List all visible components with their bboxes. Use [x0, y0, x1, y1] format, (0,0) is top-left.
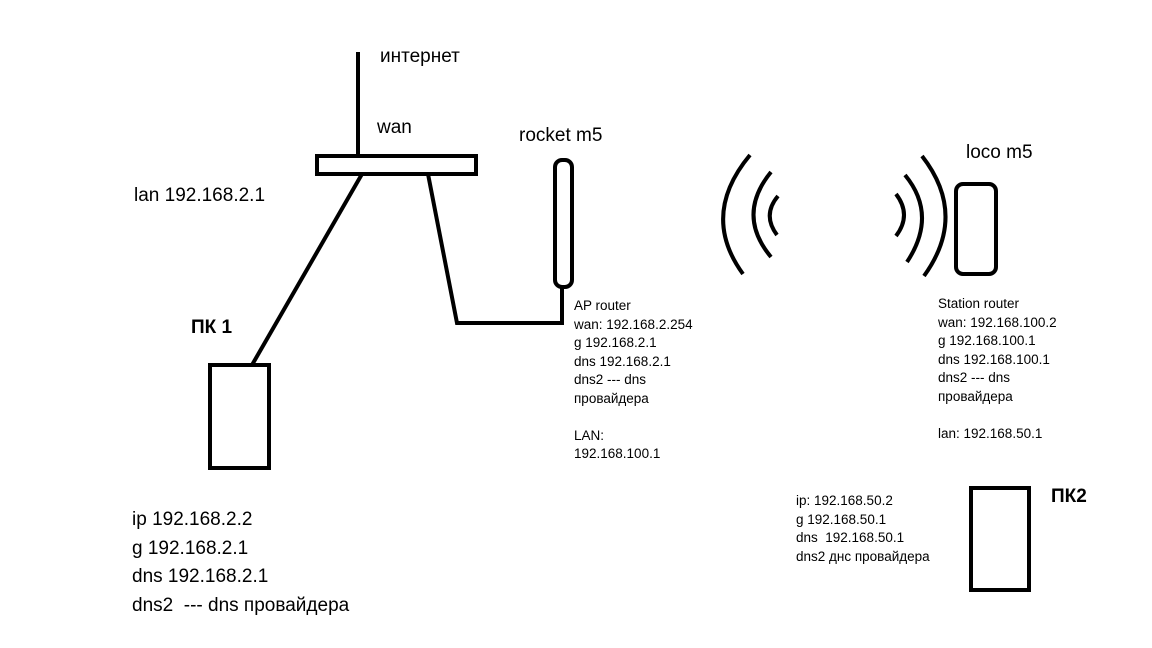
pc2-info: ip: 192.168.50.2 g 192.168.50.1 dns 192.… [796, 492, 930, 566]
ap-router-lan-title: LAN: [574, 427, 605, 443]
signal-arc-left-middle [751, 170, 773, 259]
ap-router-title: AP router [574, 298, 631, 313]
station-router-wan: wan: 192.168.100.2 [938, 314, 1057, 330]
station-router-info: Station router wan: 192.168.100.2 g 192.… [938, 295, 1057, 443]
signal-arc-right-outer [920, 154, 948, 278]
rocket-m5-label: rocket m5 [519, 125, 603, 146]
station-router-lan: lan: 192.168.50.1 [938, 425, 1043, 441]
ap-router-dns: dns 192.168.2.1 [574, 353, 671, 369]
router-rocket-cable [426, 173, 564, 325]
lan-label: lan 192.168.2.1 [134, 185, 266, 206]
loco-m5-label: loco m5 [966, 142, 1033, 163]
pc2-label: ПК2 [1051, 486, 1087, 507]
station-router-dns: dns 192.168.100.1 [938, 351, 1050, 367]
ap-router-info: AP router wan: 192.168.2.254 g 192.168.2… [574, 297, 693, 464]
wan-label: wan [377, 117, 412, 138]
station-router-title: Station router [938, 296, 1020, 311]
pc2-dns2: dns2 днс провайдера [796, 548, 930, 564]
ap-router-wan: wan: 192.168.2.254 [574, 316, 693, 332]
pc1-dns: dns 192.168.2.1 [132, 566, 269, 587]
ap-router-dns2: dns2 --- dns [574, 372, 647, 387]
pc2-ip: ip: 192.168.50.2 [796, 493, 893, 508]
ap-router-spacer [574, 408, 693, 427]
pc2-dns: dns 192.168.50.1 [796, 530, 905, 545]
router-pc1-cable [250, 173, 364, 366]
ap-router-gateway: g 192.168.2.1 [574, 335, 657, 350]
pc2-gateway: g 192.168.50.1 [796, 511, 887, 527]
pc1-ip: ip 192.168.2.2 [132, 509, 253, 530]
station-router-spacer [938, 406, 1057, 425]
loco-m5-device [954, 182, 998, 276]
station-router-dns2-provider: провайдера [938, 388, 1013, 404]
main-router [315, 154, 478, 176]
signal-arc-right-inner [894, 192, 906, 238]
ap-router-lan-ip: 192.168.100.1 [574, 446, 661, 461]
rocket-m5-antenna [553, 158, 574, 289]
pc1-gateway: g 192.168.2.1 [132, 537, 249, 559]
pc1-dns2: dns2 --- dns провайдера [132, 594, 350, 616]
internet-label: интернет [380, 46, 460, 67]
ap-router-dns2-provider: провайдера [574, 390, 649, 406]
signal-arc-left-inner [767, 194, 780, 237]
signal-arc-left-outer [721, 153, 752, 276]
pc1-label: ПК 1 [191, 317, 233, 338]
pc1-info: ip 192.168.2.2 g 192.168.2.1 dns 192.168… [132, 506, 349, 620]
station-router-dns2: dns2 --- dns [938, 370, 1011, 385]
pc1-box [208, 363, 271, 470]
station-router-gateway: g 192.168.100.1 [938, 333, 1036, 348]
signal-arc-right-middle [903, 173, 924, 264]
pc2-box [969, 486, 1031, 592]
